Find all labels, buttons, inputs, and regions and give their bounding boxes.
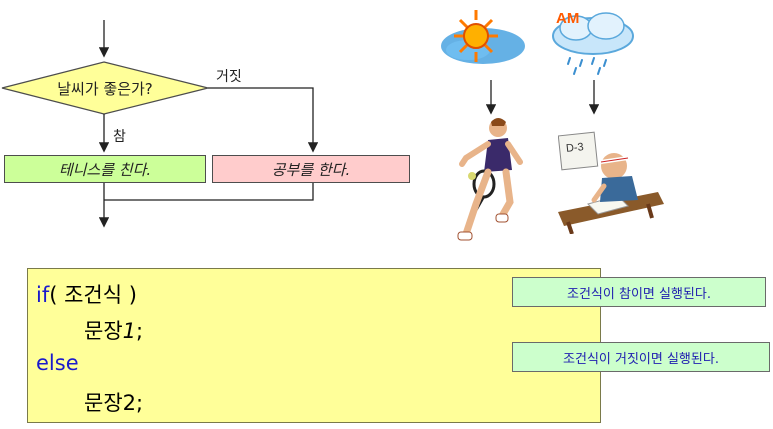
true-branch-label: 참 bbox=[113, 129, 126, 145]
statement1-prefix: 문장 bbox=[84, 319, 123, 343]
code-line-statement2: 문장2; bbox=[84, 391, 144, 415]
condition-label: 날씨가 좋은가? bbox=[57, 80, 153, 98]
studying-student-illustration bbox=[558, 131, 664, 234]
statement1-number: 1 bbox=[122, 319, 137, 343]
true-action-label: 테니스를 친다. bbox=[58, 160, 152, 179]
statement1-suffix: ; bbox=[136, 319, 144, 343]
false-note-callout: 조건식이 거짓이면 실행된다. bbox=[512, 342, 770, 372]
true-note-text: 조건식이 참이면 실행된다. bbox=[567, 286, 711, 302]
condition-expression: ( 조건식 ) bbox=[49, 283, 137, 307]
false-branch-label: 거짓 bbox=[216, 69, 242, 85]
am-label: AM bbox=[556, 10, 580, 27]
if-keyword: if bbox=[36, 283, 50, 307]
code-block: if( 조건식 ) 문장1; else 문장2; bbox=[27, 268, 601, 423]
code-line-statement1: 문장1; bbox=[84, 315, 143, 345]
rainy-weather-icon bbox=[552, 12, 634, 75]
calendar-label: D-3 bbox=[565, 141, 585, 155]
true-action-box: 테니스를 친다. bbox=[4, 155, 206, 183]
code-line-else: else bbox=[36, 351, 79, 375]
tennis-player-illustration bbox=[457, 118, 523, 241]
merge-from-false bbox=[104, 183, 314, 201]
false-action-box: 공부를 한다. bbox=[212, 155, 410, 183]
false-action-label: 공부를 한다. bbox=[271, 160, 351, 179]
code-line-if: if( 조건식 ) bbox=[36, 279, 137, 309]
true-note-callout: 조건식이 참이면 실행된다. bbox=[512, 277, 766, 307]
false-branch-arrow bbox=[208, 87, 319, 153]
sunny-weather-icon bbox=[441, 10, 525, 64]
false-note-text: 조건식이 거짓이면 실행된다. bbox=[563, 351, 719, 367]
